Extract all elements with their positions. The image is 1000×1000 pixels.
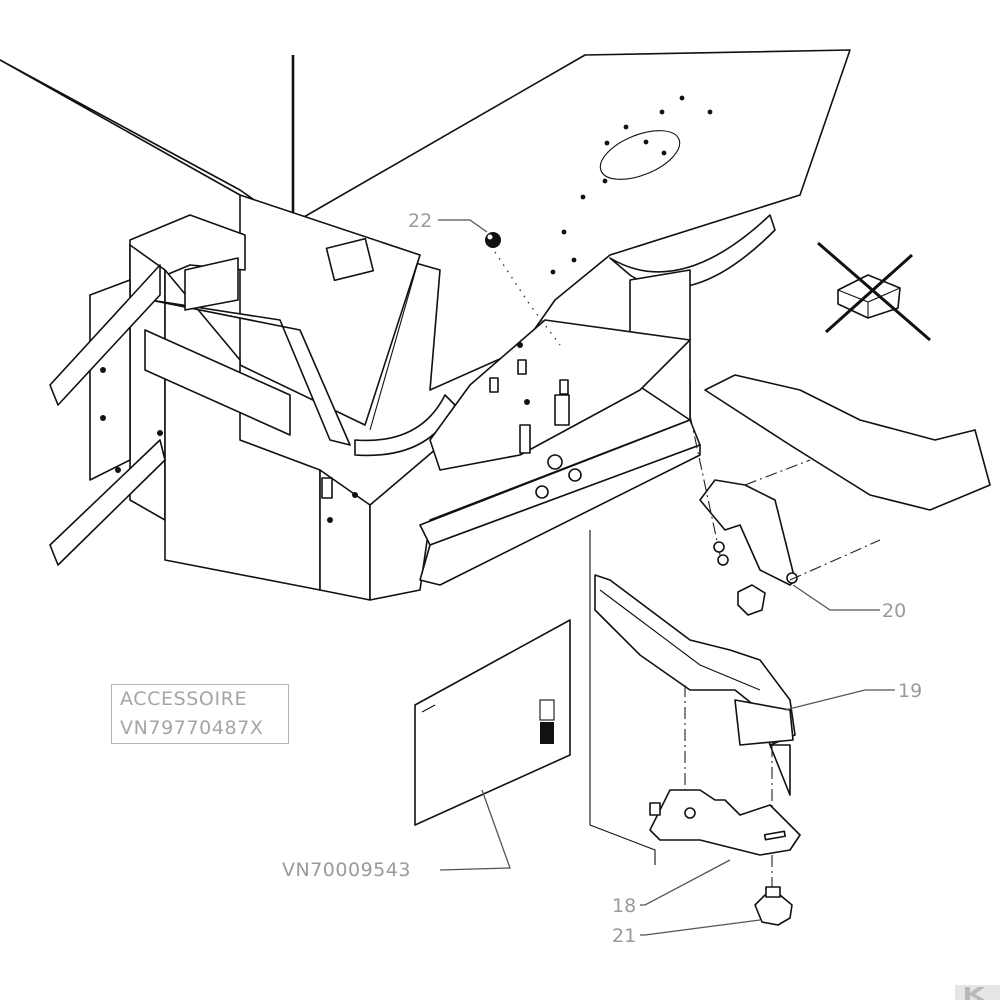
callout-leaders bbox=[438, 219, 895, 936]
chassis-frame bbox=[49, 214, 701, 601]
callout-19: 19 bbox=[898, 680, 922, 702]
part-18-plate bbox=[649, 789, 801, 856]
crossed-washer-symbol bbox=[817, 241, 931, 342]
hopper-bolt-holes bbox=[550, 95, 713, 275]
part-21-knob bbox=[754, 886, 793, 926]
callout-21: 21 bbox=[612, 925, 636, 947]
part-20-bracket bbox=[689, 374, 991, 616]
accessory-label-box: ACCESSOIRE VN79770487X bbox=[111, 684, 289, 744]
brand-logo-icon bbox=[955, 985, 1000, 1000]
mounting-plate bbox=[429, 319, 691, 499]
callout-22: 22 bbox=[408, 210, 432, 232]
callout-18: 18 bbox=[612, 895, 636, 917]
manual-reference: VN70009543 bbox=[282, 859, 411, 881]
accessory-title: ACCESSOIRE bbox=[120, 688, 248, 710]
part-22-ball bbox=[485, 232, 561, 346]
accessory-part-number: VN79770487X bbox=[120, 717, 264, 739]
manual-sheet bbox=[414, 619, 571, 826]
hopper-body bbox=[0, 49, 851, 457]
callout-20: 20 bbox=[882, 600, 906, 622]
part-19-deflector bbox=[594, 574, 796, 890]
